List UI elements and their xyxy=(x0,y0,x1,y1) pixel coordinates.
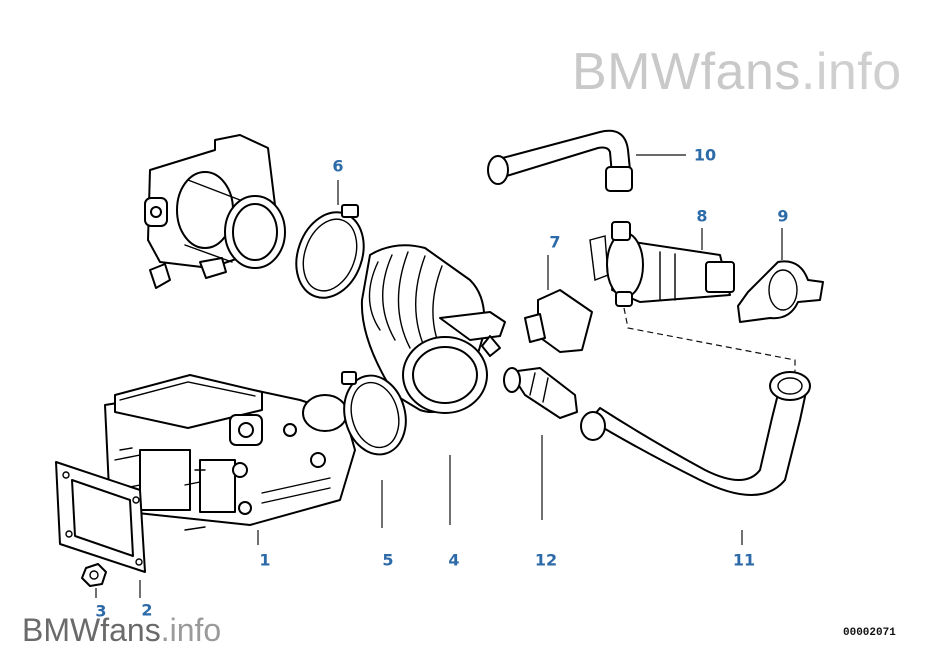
bracket-part xyxy=(524,289,593,353)
intake-bellows-part xyxy=(360,244,506,414)
callout-5: 5 xyxy=(382,550,394,570)
callout-9: 9 xyxy=(777,206,789,226)
callout-2: 2 xyxy=(141,600,153,620)
diagram-id: 00002071 xyxy=(843,627,896,639)
nut-part xyxy=(81,563,107,587)
watermark-bottom-brand: BMWfans xyxy=(22,612,161,648)
callout-4: 4 xyxy=(448,550,460,570)
watermark-top-suffix: .info xyxy=(800,43,902,101)
watermark-top: BMWfans.info xyxy=(572,42,902,102)
callout-3: 3 xyxy=(95,601,107,621)
callout-6: 6 xyxy=(332,156,344,176)
watermark-top-brand: BMWfans xyxy=(572,43,801,101)
watermark-bottom: BMWfans.info xyxy=(22,612,221,649)
leader-lines xyxy=(95,154,796,598)
callout-1: 1 xyxy=(259,550,271,570)
clamp-5-part xyxy=(341,371,407,456)
hose-11-part xyxy=(580,371,811,496)
holder-part xyxy=(737,260,824,323)
hose-10-part xyxy=(487,129,633,192)
callout-7: 7 xyxy=(549,232,561,252)
callout-10: 10 xyxy=(693,145,717,165)
air-flow-meter-part xyxy=(104,374,356,531)
callout-12: 12 xyxy=(534,550,558,570)
idle-valve-part xyxy=(589,221,735,307)
callout-8: 8 xyxy=(696,206,708,226)
callout-11: 11 xyxy=(732,550,756,570)
gasket-part xyxy=(55,461,146,573)
connector-part xyxy=(503,367,578,419)
watermark-bottom-suffix: .info xyxy=(160,612,222,648)
throttle-body-part xyxy=(144,134,286,289)
clamp-6-part xyxy=(295,204,365,299)
